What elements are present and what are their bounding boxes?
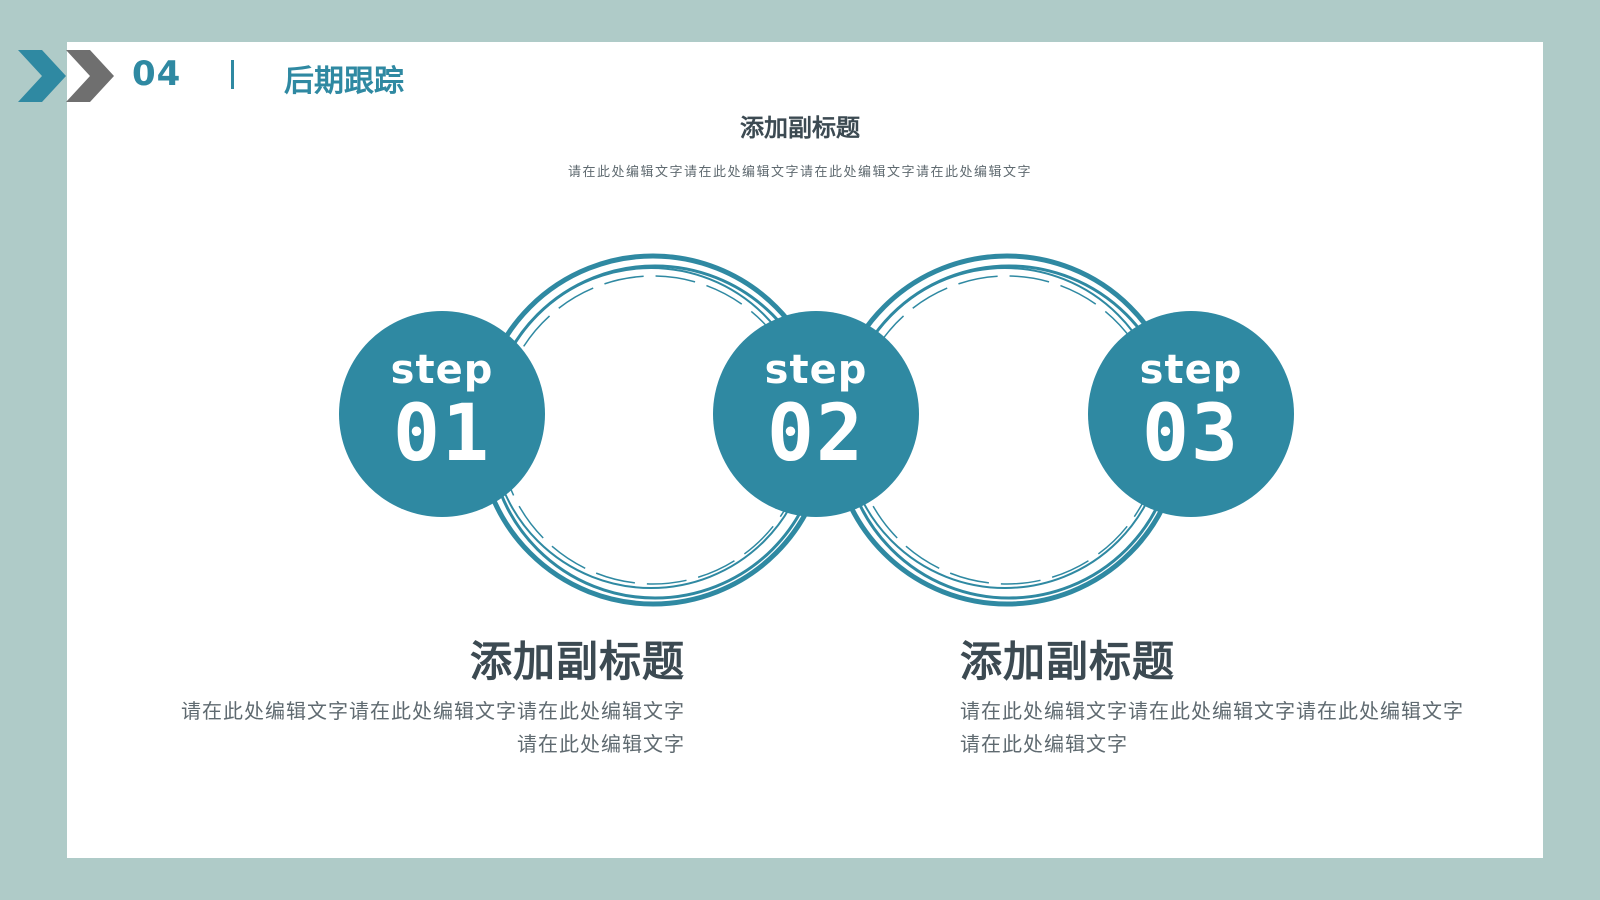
step-word: step: [1139, 347, 1243, 393]
step-number: 02: [767, 389, 865, 479]
chevron-double-icon: [18, 50, 114, 102]
block-right-title: 添加副标题: [960, 637, 1176, 686]
section-number: 04: [132, 54, 182, 94]
block-left-line2: 请在此处编辑文字: [517, 732, 685, 756]
step-number: 01: [393, 389, 491, 479]
step-badge-3: step 03: [1088, 311, 1294, 517]
step-badge-1: step 01: [339, 311, 545, 517]
step-word: step: [390, 347, 494, 393]
step-badge-2: step 02: [713, 311, 919, 517]
chevron-teal: [18, 50, 66, 102]
section-divider: [231, 60, 234, 89]
block-left-line1: 请在此处编辑文字请在此处编辑文字请在此处编辑文字: [181, 699, 685, 723]
block-right-line2: 请在此处编辑文字: [960, 732, 1128, 756]
block-left-title: 添加副标题: [469, 637, 685, 686]
step-word: step: [764, 347, 868, 393]
step-number: 03: [1142, 389, 1240, 479]
section-title: 后期跟踪: [284, 64, 404, 99]
block-right-line1: 请在此处编辑文字请在此处编辑文字请在此处编辑文字: [960, 699, 1464, 723]
intro-text: 请在此处编辑文字请在此处编辑文字请在此处编辑文字请在此处编辑文字: [567, 165, 1032, 180]
chevron-gray: [66, 50, 114, 102]
intro-subtitle: 添加副标题: [740, 114, 860, 142]
